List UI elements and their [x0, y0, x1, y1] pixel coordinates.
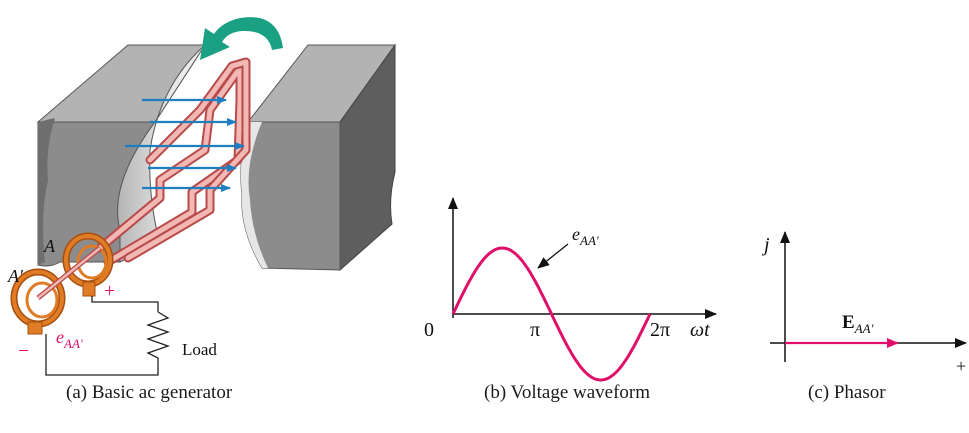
phasor-label: EAA′	[842, 312, 874, 336]
slip-ring-a	[62, 232, 114, 297]
tick-label-zero: 0	[424, 319, 434, 341]
right-magnet-pole	[240, 43, 396, 272]
magnetic-field-arrows	[125, 96, 245, 192]
armature-coil	[95, 57, 251, 267]
terminal-a-label: A	[43, 236, 56, 256]
left-magnet-pole	[36, 44, 206, 267]
caption-panel-b: (b) Voltage waveform	[484, 382, 651, 403]
load-label: Load	[182, 340, 217, 359]
curve-label: eAA′	[572, 224, 599, 248]
panel-b-waveform: eAA′ 0 π 2π ωt	[424, 197, 717, 382]
horizontal-axis-label-plus: +	[956, 356, 966, 376]
sine-curve	[451, 246, 652, 382]
tick-label-pi: π	[530, 319, 540, 341]
tick-label-two-pi: 2π	[650, 319, 670, 341]
curve-label-leader	[537, 243, 569, 269]
minus-sign: −	[18, 340, 29, 362]
rotation-arrow-icon	[200, 17, 283, 60]
panel-c-phasor: j EAA′ +	[761, 231, 967, 376]
caption-panel-a: (a) Basic ac generator	[66, 382, 233, 403]
vertical-axis-label-j: j	[761, 234, 770, 256]
load-circuit	[45, 296, 170, 376]
slip-ring-a-prime	[10, 268, 66, 335]
terminal-a-prime-label: A′	[7, 266, 24, 286]
panel-a-generator: A A′ + − eAA′ Load	[7, 17, 396, 376]
load-resistor	[45, 311, 170, 376]
voltage-label-eaa: eAA′	[56, 327, 83, 351]
caption-panel-c: (c) Phasor	[808, 382, 886, 403]
axis-label-omega-t: ωt	[690, 319, 710, 341]
plus-sign: +	[104, 280, 115, 302]
